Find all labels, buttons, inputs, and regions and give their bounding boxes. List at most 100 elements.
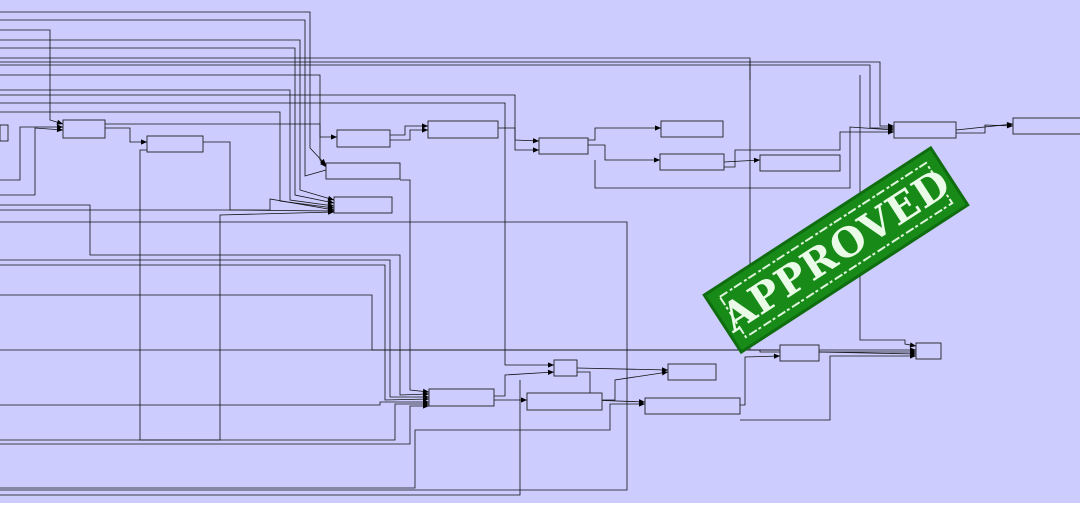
connector-line	[0, 403, 645, 489]
arrowhead	[638, 399, 645, 405]
diagram-block	[915, 342, 942, 360]
arrowhead	[331, 134, 337, 140]
arrowhead	[423, 403, 429, 409]
arrowhead	[773, 353, 780, 359]
diagram-block	[660, 120, 724, 138]
arrowhead	[327, 209, 334, 215]
connector-line	[390, 125, 428, 136]
stamp-border	[702, 145, 970, 355]
diagram-block	[759, 154, 841, 172]
diagram-block	[667, 363, 717, 381]
diagram-block	[779, 344, 820, 362]
connector-line	[0, 19, 327, 177]
diagram-block	[336, 129, 391, 148]
arrowhead	[661, 370, 668, 376]
connector-line	[0, 259, 429, 398]
connector-line	[0, 380, 521, 496]
arrowhead	[655, 125, 661, 131]
connector-lines	[0, 11, 1014, 496]
arrowhead	[910, 353, 916, 359]
connector-line	[740, 355, 781, 406]
connector-line	[577, 371, 646, 403]
connector-line	[0, 204, 430, 396]
connector-line	[0, 264, 430, 401]
diagram-block	[644, 397, 741, 415]
connector-line	[576, 367, 669, 371]
diagram-block	[325, 162, 401, 180]
connector-arrowheads	[56, 119, 1013, 409]
connector-line	[0, 198, 335, 211]
arrowhead	[56, 119, 63, 125]
arrowhead	[56, 126, 63, 133]
connector-line	[0, 89, 335, 207]
connector-line	[0, 405, 429, 445]
diagram-block	[553, 359, 578, 377]
arrowhead	[654, 157, 660, 163]
connector-line	[724, 131, 894, 168]
arrowhead	[327, 195, 334, 201]
arrowhead	[141, 139, 147, 145]
connector-line	[0, 47, 335, 204]
connector-line	[139, 149, 335, 441]
connector-line	[0, 11, 327, 166]
connector-line	[818, 351, 917, 355]
stamp-text: APPROVED	[712, 159, 959, 342]
connector-line	[0, 111, 335, 209]
connector-line	[0, 39, 335, 201]
diagram-block	[333, 196, 393, 214]
connector-line	[602, 371, 669, 401]
diagram-block	[427, 120, 499, 139]
arrowhead	[547, 369, 554, 375]
connector-line	[0, 102, 554, 366]
connector-line	[588, 144, 660, 161]
connector-line	[390, 129, 428, 141]
arrowhead	[548, 362, 554, 368]
arrowhead	[753, 157, 760, 163]
diagram-block	[62, 119, 106, 139]
connector-line	[0, 61, 894, 127]
connector-line	[956, 124, 1014, 134]
connector-line	[594, 126, 895, 189]
arrowhead	[422, 123, 428, 129]
connector-line	[0, 221, 628, 491]
connector-line	[0, 403, 429, 441]
connector-line	[0, 94, 540, 142]
diagram-block	[526, 392, 603, 411]
connector-line	[0, 29, 64, 125]
arrowhead	[909, 342, 916, 348]
connector-line	[723, 159, 761, 163]
approved-stamp: APPROVED	[702, 145, 970, 355]
connector-line	[0, 401, 429, 406]
connector-line	[740, 355, 916, 421]
connector-line	[955, 123, 1014, 131]
diagram-boxes	[0, 117, 1080, 415]
arrowhead	[327, 199, 334, 205]
arrowhead	[422, 388, 429, 394]
arrowhead	[1006, 123, 1013, 129]
connector-line	[498, 127, 539, 151]
connector-line	[0, 127, 64, 196]
arrowhead	[521, 397, 527, 403]
connector-line	[588, 127, 661, 141]
arrowhead	[532, 138, 539, 144]
diagram-block	[428, 388, 495, 407]
connector-line	[105, 127, 147, 143]
diagram-block	[0, 124, 9, 142]
diagram-block	[659, 153, 725, 171]
arrowhead	[320, 160, 326, 167]
connector-line	[0, 74, 327, 168]
arrowhead	[888, 129, 894, 135]
connector-line	[203, 141, 335, 212]
connector-line	[0, 126, 63, 181]
connector-line	[400, 179, 430, 393]
arrowhead	[422, 127, 428, 133]
connector-line	[494, 371, 555, 397]
connector-line	[105, 123, 337, 138]
diagram-block	[893, 121, 957, 139]
connector-line	[0, 64, 894, 129]
diagram-block	[538, 137, 589, 155]
diagram-block	[1012, 117, 1080, 135]
arrowhead	[533, 147, 539, 153]
